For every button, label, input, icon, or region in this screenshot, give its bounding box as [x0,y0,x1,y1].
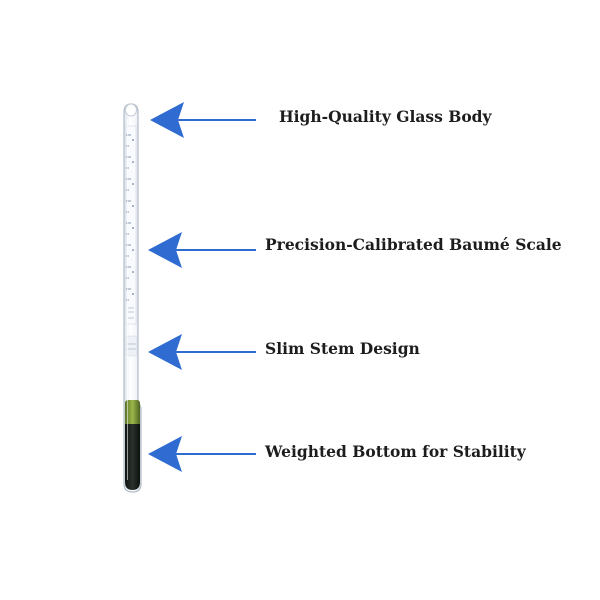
hydrometer-image [123,103,142,493]
left-arrow-icon [150,102,256,138]
left-arrow-icon [148,232,256,268]
left-arrow-icon [148,436,256,472]
ballast-green [125,400,140,426]
scale-print [128,307,134,319]
glass-top [125,103,137,117]
callout-label-glass-body: High-Quality Glass Body [279,107,492,126]
callout-label-baume-scale: Precision-Calibrated Baumé Scale [265,235,562,254]
baume-scale-dots [132,139,134,295]
callout-label-weighted-bottom: Weighted Bottom for Stability [265,442,526,461]
callout-label-slim-stem: Slim Stem Design [265,339,420,358]
ballast-dark [125,424,140,490]
baume-scale-paper [125,125,137,325]
left-arrow-icon [148,334,256,370]
stem-wrap [125,335,138,357]
